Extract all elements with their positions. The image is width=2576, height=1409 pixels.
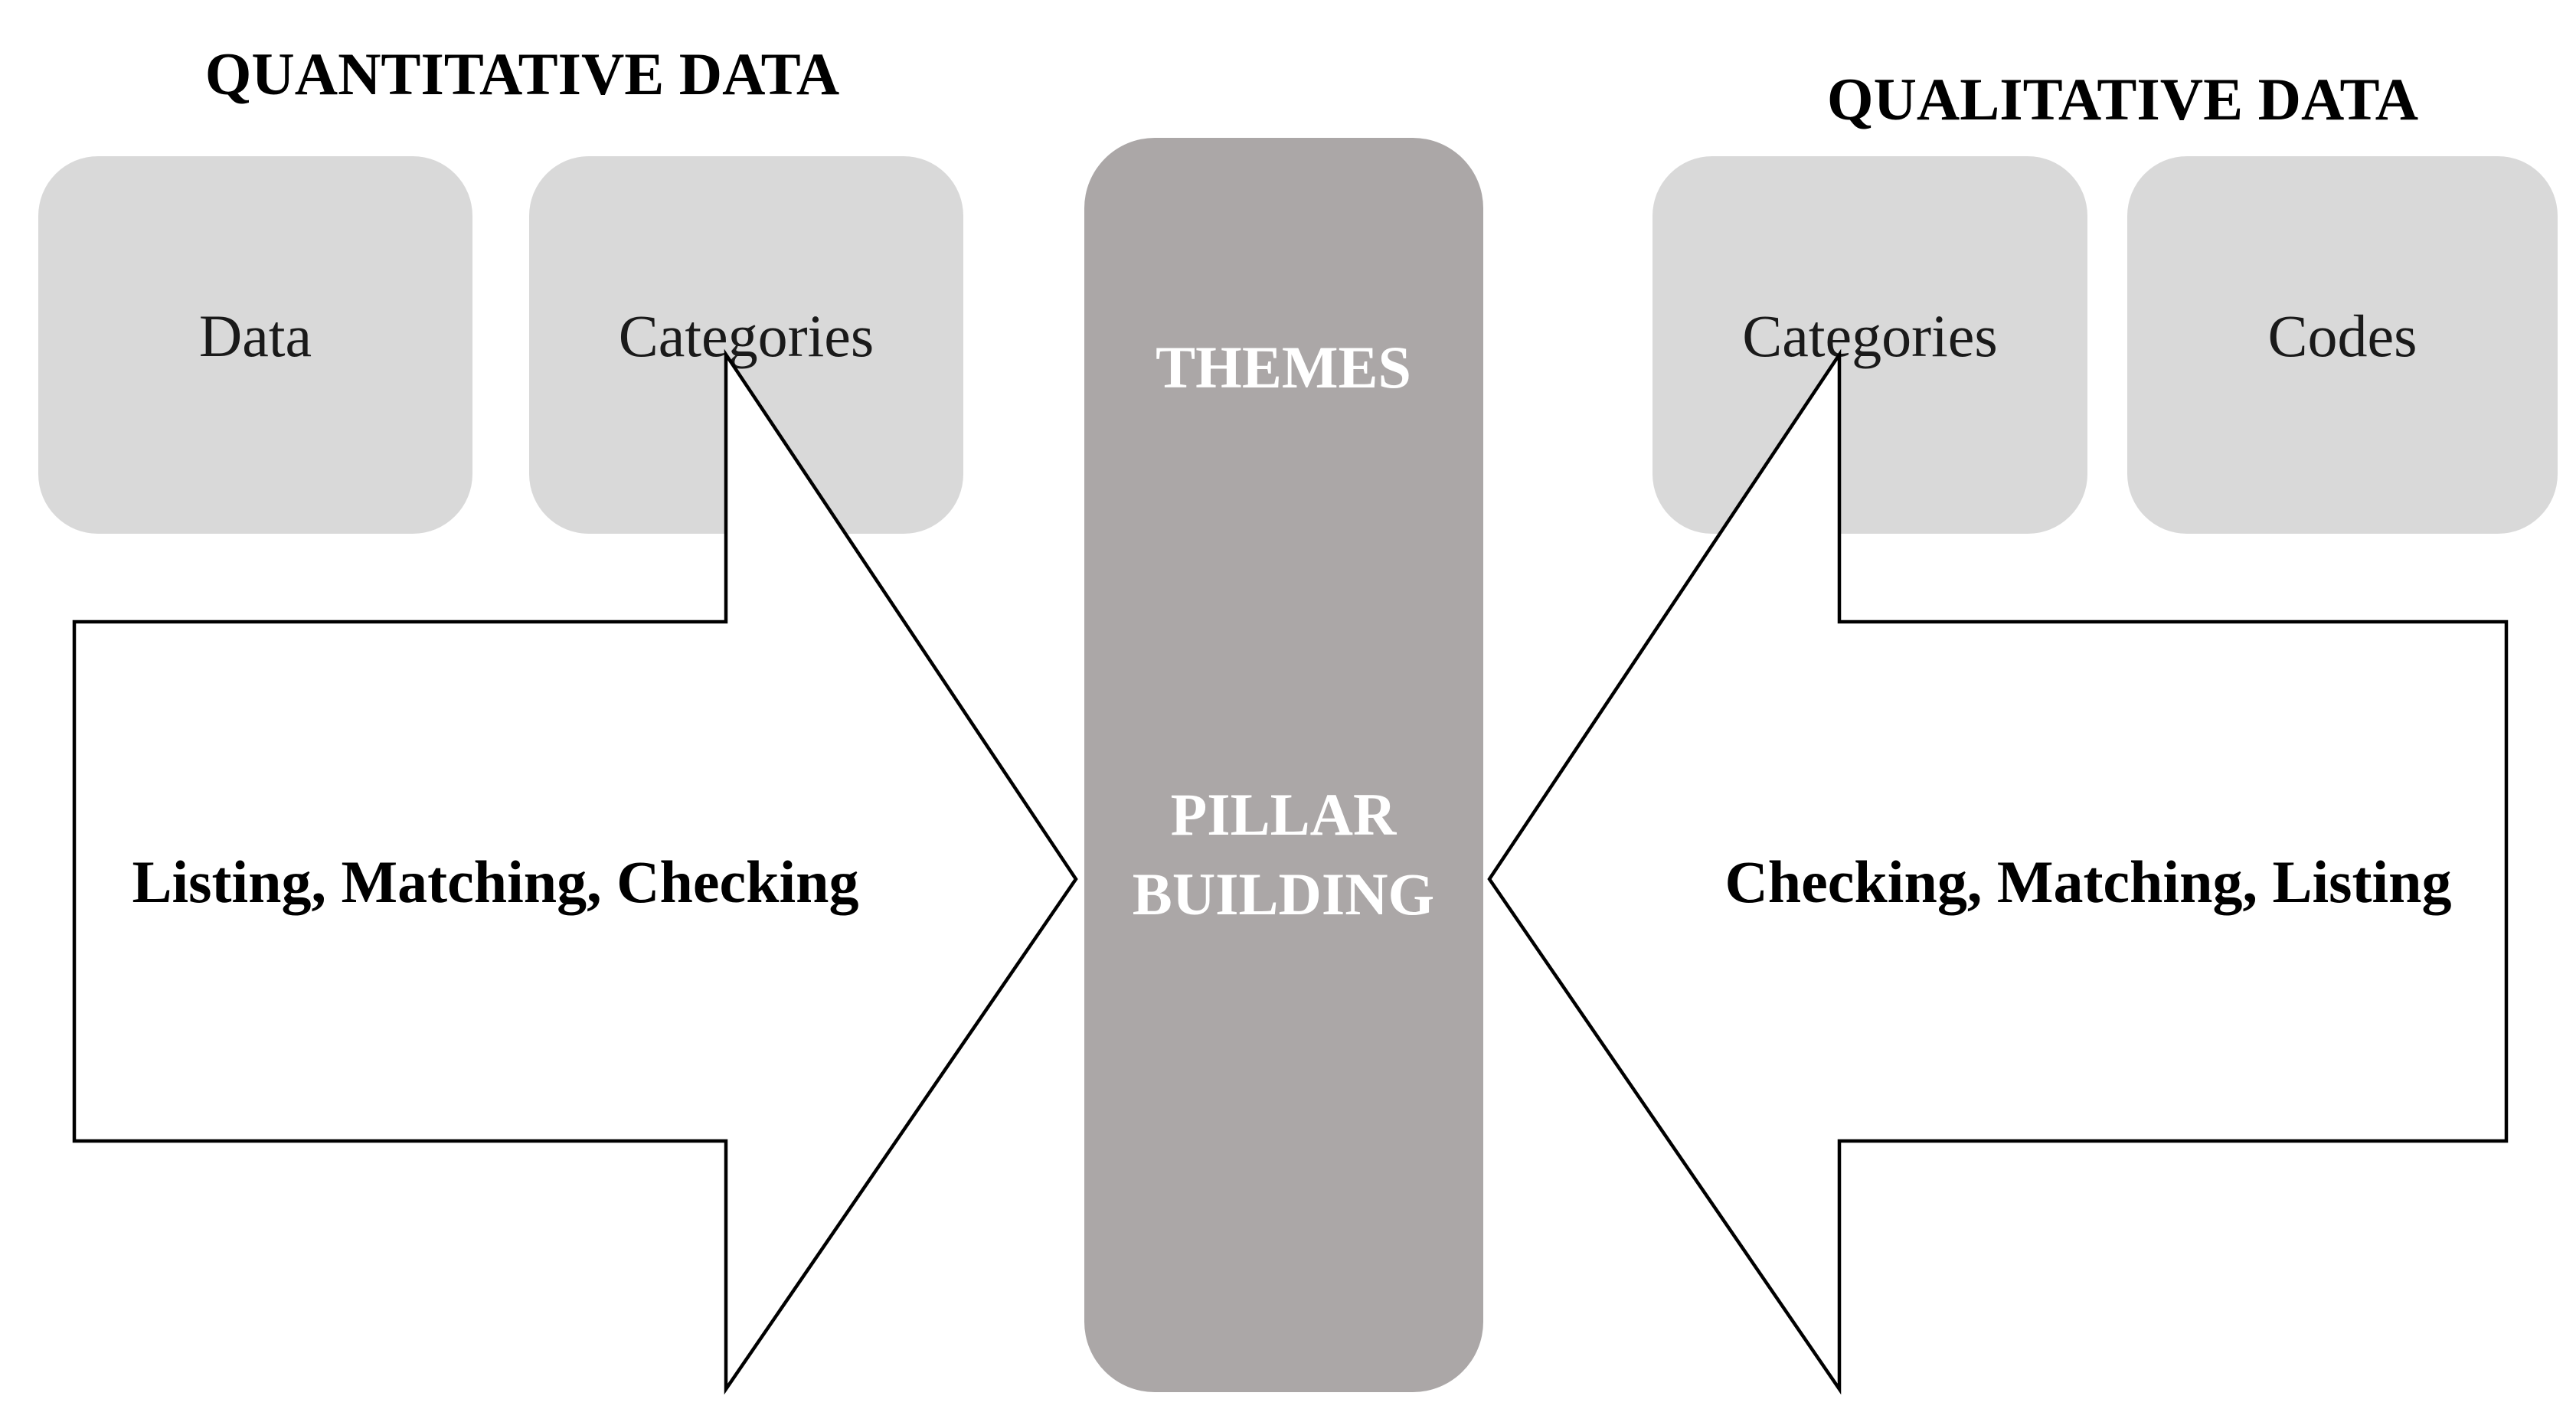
themes-label: THEMES: [1156, 334, 1411, 400]
pillar-building-label-line2: BUILDING: [1132, 861, 1435, 927]
quant-data-box: Data: [38, 156, 472, 534]
quant-arrow-right-icon: [72, 348, 1078, 1395]
qual-categories-box-label: Categories: [1742, 302, 1998, 369]
quant-arrow-label: Listing, Matching, Checking: [132, 848, 859, 915]
pillar-shape: [1084, 138, 1483, 1392]
qual-categories-box: Categories: [1652, 156, 2087, 534]
qual-arrow-label: Checking, Matching, Listing: [1724, 848, 2452, 915]
qual-codes-box-label: Codes: [2267, 302, 2417, 369]
qual-arrow-left-icon: [1487, 348, 2509, 1395]
qual-codes-box: Codes: [2127, 156, 2558, 534]
quant-data-box-label: Data: [198, 302, 312, 369]
quant-categories-box-label: Categories: [618, 302, 874, 369]
qualitative-data-heading: QUALITATIVE DATA: [1826, 66, 2419, 132]
pillar-building-label-line1: PILLAR: [1170, 781, 1397, 848]
quantitative-data-heading: QUANTITATIVE DATA: [204, 41, 840, 107]
pillar-building-label: PILLAR BUILDING: [1133, 775, 1434, 934]
